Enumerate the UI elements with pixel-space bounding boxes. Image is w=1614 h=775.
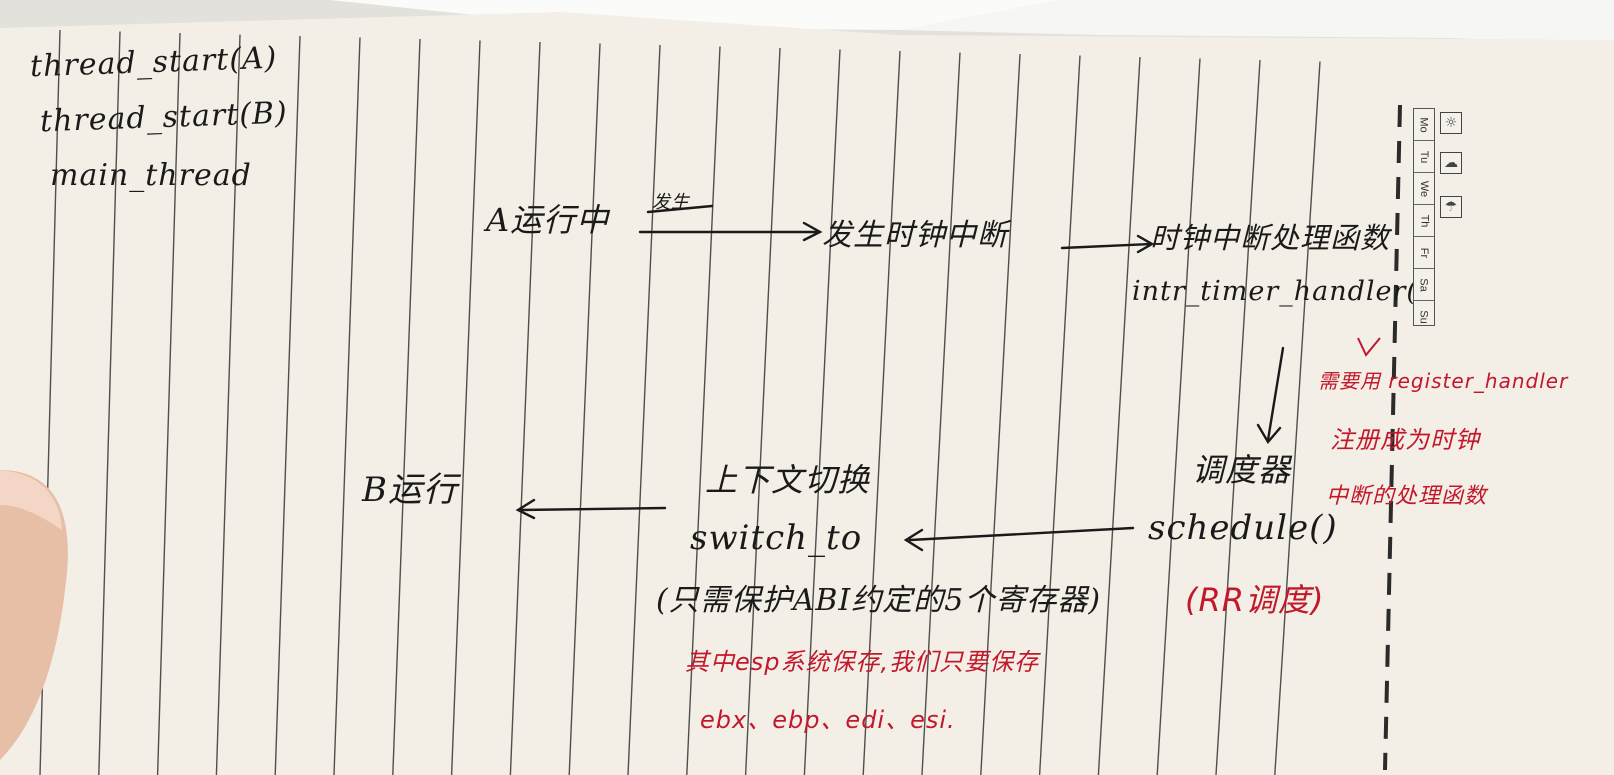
note-rr: (RR调度): [1185, 581, 1325, 619]
note-esp: 其中esp系统保存,我们只要保存: [685, 648, 1040, 676]
red-arrow: [1357, 337, 1381, 357]
ruled-line: [392, 38, 421, 775]
note-context-switch: 上下文切换: [705, 461, 871, 499]
rain-icon: ☂: [1440, 196, 1462, 218]
weekday-fr: Fr: [1414, 237, 1434, 269]
note-regs: ebx、ebp、edi、esi.: [700, 706, 956, 734]
weekday-sa: Sa: [1414, 269, 1434, 301]
ruled-line: [803, 49, 841, 775]
ruled-line: [1156, 58, 1201, 775]
arrow-handler-to-scheduler: [1256, 346, 1285, 445]
ruled-line: [156, 32, 181, 775]
note-register-2: 注册成为时钟: [1330, 426, 1480, 454]
note-timer-handler-fn: intr_timer_handler(): [1132, 276, 1430, 307]
ruled-line: [686, 46, 721, 775]
ruled-line: [274, 35, 301, 775]
struck-word-line: [646, 204, 714, 214]
note-main-thread: main_thread: [50, 158, 252, 193]
ruled-line: [509, 41, 541, 775]
ruled-line: [1274, 61, 1321, 775]
ruled-line: [921, 52, 961, 775]
ruled-line: [450, 40, 481, 775]
arrow-a-to-interrupt: [638, 221, 823, 242]
ruled-lines: [39, 29, 1321, 775]
ruled-line: [215, 34, 241, 775]
ruled-line: [568, 43, 601, 775]
arrow-switch-to-b: [515, 498, 667, 520]
note-schedule-fn: schedule(): [1148, 508, 1338, 548]
ruled-line: [98, 31, 121, 775]
note-abi: (只需保护ABI约定的5个寄存器): [656, 583, 1102, 618]
dashed-margin-line: [1383, 104, 1402, 771]
ruled-line: [1097, 56, 1141, 775]
note-timer-handler: 时钟中断处理函数: [1150, 221, 1391, 255]
notebook-page: [0, 12, 1614, 775]
arrow-interrupt-to-handler: [1060, 234, 1155, 254]
sun-icon: ☼: [1440, 112, 1462, 134]
ruled-line: [980, 53, 1021, 775]
thumb: [0, 470, 68, 760]
note-scheduler: 调度器: [1192, 451, 1292, 489]
note-register-3: 中断的处理函数: [1326, 484, 1488, 509]
note-register-1: 需要用 register_handler: [1318, 369, 1569, 393]
ruled-line: [333, 37, 361, 775]
weekday-mo: Mo: [1414, 109, 1434, 141]
ruled-line: [1215, 59, 1261, 775]
weekday-tu: Tu: [1414, 141, 1434, 173]
weekday-we: We: [1414, 173, 1434, 205]
weekday-strip: Mo Tu We Th Fr Sa Su: [1413, 108, 1435, 326]
note-switch-to: switch_to: [690, 518, 863, 558]
ruled-line: [627, 44, 661, 775]
ruled-line: [862, 50, 901, 775]
arrow-scheduler-to-switch: [903, 526, 1135, 552]
cloud-icon: ☁: [1440, 152, 1462, 174]
weekday-su: Su: [1418, 309, 1430, 324]
ruled-line: [744, 47, 781, 775]
weekday-th: Th: [1414, 205, 1434, 237]
note-struck-word: 发生: [652, 192, 690, 213]
note-b-running: B运行: [362, 470, 458, 510]
note-a-running: A运行中: [486, 201, 610, 239]
ruled-line: [1038, 55, 1081, 775]
note-timer-interrupt: 发生时钟中断: [822, 218, 1008, 253]
